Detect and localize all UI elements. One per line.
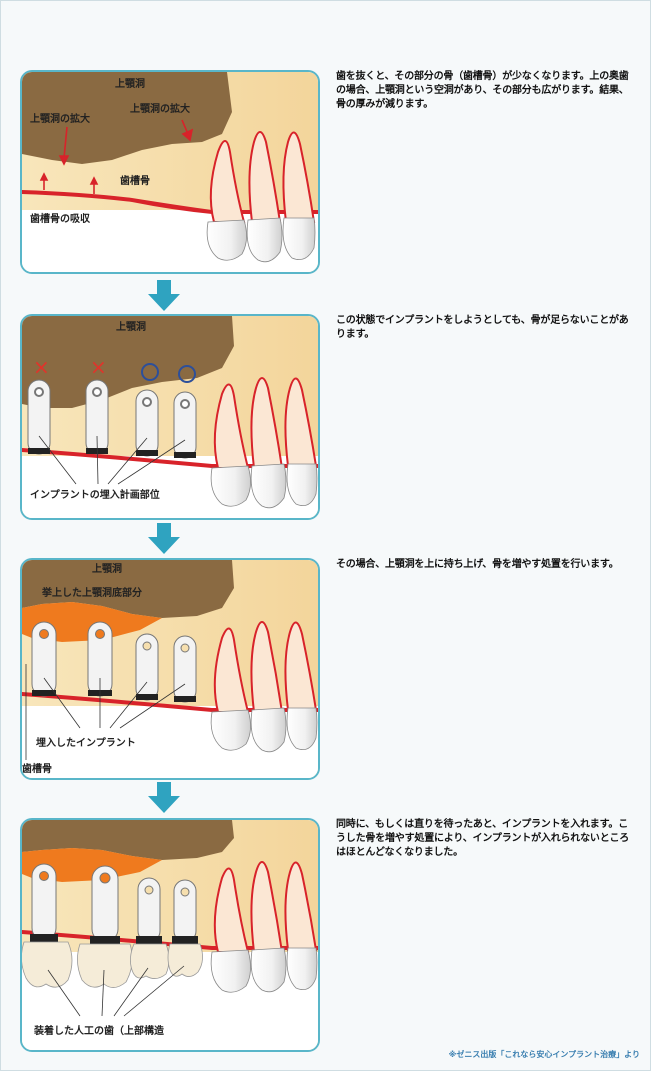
label-sinus: 上顎洞 [116,320,146,333]
sinus-area [22,316,234,408]
down-arrow-icon [148,782,180,813]
label-alveolar-bone: 歯槽骨 [120,174,150,187]
label-alveolar-bone: 歯槽骨 [22,762,52,775]
label-sinus: 上顎洞 [115,77,145,90]
lifted-sinus-floor [22,602,162,642]
label-sinus-expand-right: 上顎洞の拡大 [130,102,190,115]
pointer-lines [47,965,185,1017]
description-step-3: その場合、上顎洞を上に持ち上げ、骨を増やす処置を行います。 [336,559,619,570]
label-sinus-expand-left: 上顎洞の拡大 [30,112,90,125]
label-implant-plan: インプラントの埋入計画部位 [30,488,160,501]
natural-teeth [210,861,318,993]
implant-fixtures [31,621,197,703]
implant-fixtures [30,863,198,944]
expansion-arrows [39,119,194,194]
source-note: ※ゼニス出版「これなら安心インプラント治療」より [448,1050,640,1059]
circle-mark-icon [178,365,196,383]
diagram-sinus-lift: 上顎洞 挙上した上顎洞底部分 埋入したインプラント 歯槽骨 [22,560,318,778]
panel-step-4: 装着した人工の歯（上部構造 [20,818,320,1052]
sinus-area [22,820,234,860]
panel-step-2: × × 上顎洞 インプラントの埋入計画部位 [20,314,320,520]
label-resorption: 歯槽骨の吸収 [30,212,91,225]
gum-line [22,190,318,214]
description-step-4: 同時に、もしくは直りを待ったあと、インプラントを入れます。こうした骨を増やす処置… [336,819,630,858]
pointer-lines [38,435,186,485]
cross-mark-icon: × [90,355,107,379]
label-sinus: 上顎洞 [92,562,122,575]
panel-step-1: 上顎洞 上顎洞の拡大 上顎洞の拡大 歯槽骨 歯槽骨の吸収 [20,70,320,274]
artificial-crowns [22,941,203,988]
label-implanted: 埋入したインプラント [36,736,136,749]
down-arrow-icon [148,280,180,311]
pointer-lines [25,664,186,760]
diagram-bone-resorption: 上顎洞 上顎洞の拡大 上顎洞の拡大 歯槽骨 歯槽骨の吸収 [22,72,318,272]
implant-fixtures [27,379,197,459]
diagram-implant-plan: × × 上顎洞 インプラントの埋入計画部位 [22,316,318,518]
sinus-area [22,560,234,618]
description-step-1: 歯を抜くと、その部分の骨（歯槽骨）が少なくなります。上の奥歯の場合、上顎洞という… [336,71,629,110]
sinus-area [22,72,232,164]
description-step-2: この状態でインプラントをしようとしても、骨が足らないことがあります。 [336,315,629,340]
circle-mark-icon [141,363,159,381]
natural-teeth [210,621,318,753]
label-crowns: 装着した人工の歯（上部構造 [33,1024,165,1037]
label-lifted-sinus-floor: 挙上した上顎洞底部分 [41,586,142,599]
cross-mark-icon: × [33,355,50,379]
natural-teeth [206,131,316,263]
panel-step-3: 上顎洞 挙上した上顎洞底部分 埋入したインプラント 歯槽骨 [20,558,320,780]
diagram-crowns-attached: 装着した人工の歯（上部構造 [22,820,318,1050]
down-arrow-icon [148,523,180,554]
lifted-sinus-floor [22,848,162,882]
natural-teeth [210,377,318,509]
